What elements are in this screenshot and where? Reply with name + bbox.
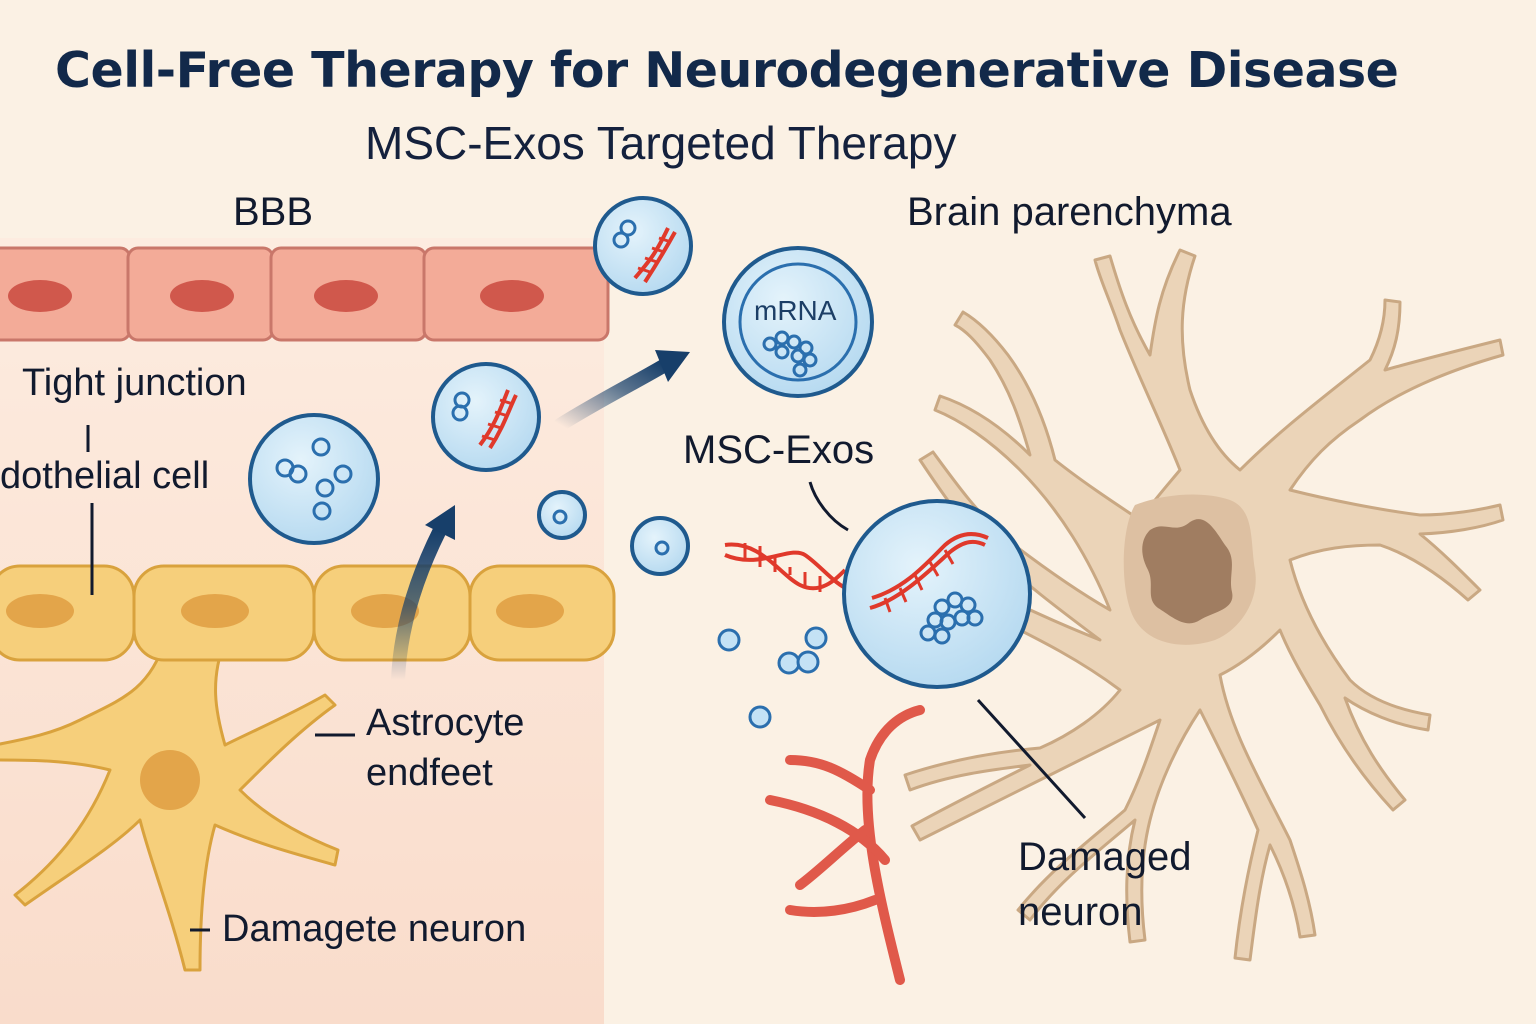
page-title: Cell-Free Therapy for Neurodegenerative … xyxy=(55,42,1399,99)
exosome-mrna xyxy=(722,246,874,398)
damagete-neuron-label: Damagete neuron xyxy=(222,908,527,950)
damaged-neuron-label-line1: Damaged xyxy=(1018,835,1192,879)
exosome xyxy=(593,196,693,296)
transport-arrow xyxy=(553,350,690,432)
msc-exos-label: MSC-Exos xyxy=(683,428,875,472)
leader-lines xyxy=(86,425,1087,932)
exosome xyxy=(630,516,690,576)
brain-parenchyma-label: Brain parenchyma xyxy=(907,190,1232,234)
endothelial-nucleus xyxy=(314,280,378,312)
astrocyte-nucleus xyxy=(140,750,200,810)
neuron-nucleus-core xyxy=(1142,519,1233,624)
transport-arrow xyxy=(391,505,455,687)
mrna-label: mRNA xyxy=(754,295,837,326)
damaged-neuron-label-line2: neuron xyxy=(1018,890,1143,934)
endothelial-cell-label: dothelial cell xyxy=(0,455,210,497)
dna-strand xyxy=(724,542,851,592)
bbb-label: BBB xyxy=(233,190,314,234)
exosome-large xyxy=(842,499,1032,689)
astrocyte xyxy=(0,638,340,972)
damaged-neuron xyxy=(898,248,1505,962)
endothelial-cell-layer xyxy=(0,246,610,342)
exosome xyxy=(431,362,541,472)
endothelial-nucleus xyxy=(480,280,544,312)
page-subtitle: MSC-Exos Targeted Therapy xyxy=(365,117,957,169)
endothelial-nucleus xyxy=(170,280,234,312)
red-dendrite xyxy=(765,705,925,985)
free-vesicles xyxy=(717,626,828,729)
astrocyte-endfeet-label-line1: Astrocyte xyxy=(366,702,525,744)
exosome xyxy=(537,490,587,540)
tight-junction-label: Tight junction xyxy=(22,362,247,404)
astrocyte-endfeet-label-line2: endfeet xyxy=(366,752,493,794)
endothelial-nucleus xyxy=(8,280,72,312)
exosome xyxy=(248,413,380,545)
